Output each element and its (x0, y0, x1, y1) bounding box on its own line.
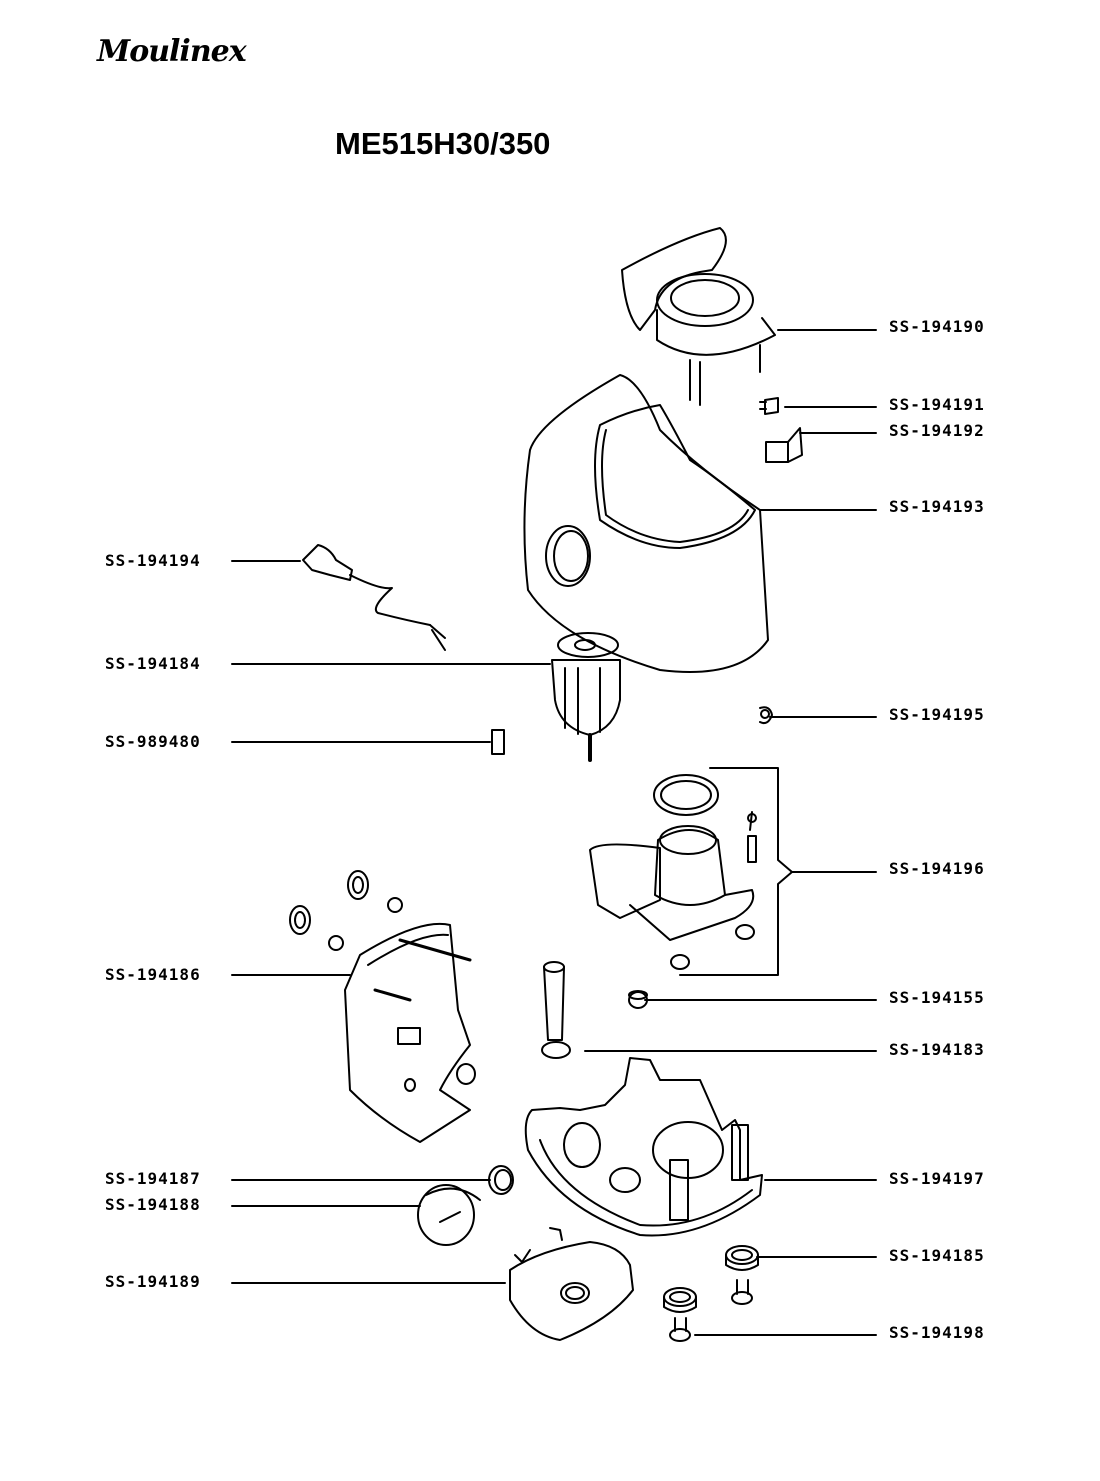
part-label-base-plate: SS-194189 (105, 1272, 201, 1291)
bushing-drawing (628, 990, 648, 1009)
model-number: ME515H30/350 (335, 126, 551, 161)
part-label-top-cover-ring: SS-194190 (889, 317, 985, 336)
part-label-small-gear: SS-194187 (105, 1169, 201, 1188)
part-label-drive-shaft: SS-194183 (889, 1040, 985, 1059)
feet-drawing (663, 1245, 759, 1342)
lower-housing-drawing (524, 1057, 763, 1237)
capacitor-clip-drawing (491, 729, 505, 755)
gear-drawing (417, 1165, 514, 1246)
part-label-gearbox-assembly: SS-194196 (889, 859, 985, 878)
drive-shaft-drawing (541, 961, 571, 1059)
bracket-gearbox-assembly (679, 767, 793, 976)
part-label-upper-housing: SS-194193 (889, 497, 985, 516)
part-label-foot: SS-194185 (889, 1246, 985, 1265)
base-plate-drawing (509, 1227, 634, 1341)
part-label-gear-wheel: SS-194188 (105, 1195, 201, 1214)
leader-lines (231, 329, 877, 1336)
part-label-motor: SS-194184 (105, 654, 201, 673)
part-label-foot-pin: SS-194198 (889, 1323, 985, 1342)
upper-housing-drawing (523, 374, 769, 673)
part-label-gear-housing-cover: SS-194186 (105, 965, 201, 984)
clip-drawing (759, 706, 773, 725)
part-label-switch-clip: SS-194191 (889, 395, 985, 414)
part-label-lower-housing: SS-194197 (889, 1169, 985, 1188)
part-label-power-cord: SS-194194 (105, 551, 201, 570)
switch-drawing (759, 397, 803, 463)
power-cord-drawing (302, 544, 446, 651)
part-label-clip: SS-194195 (889, 705, 985, 724)
gear-housing-cover-drawing (289, 870, 476, 1143)
motor-drawing (551, 632, 621, 762)
part-label-capacitor-clip: SS-989480 (105, 732, 201, 751)
part-label-switch: SS-194192 (889, 421, 985, 440)
brand-logo: Moulinex (97, 34, 247, 69)
top-cover-ring-drawing (621, 227, 776, 406)
part-label-bushing: SS-194155 (889, 988, 985, 1007)
gearbox-assembly-drawing (589, 774, 757, 970)
